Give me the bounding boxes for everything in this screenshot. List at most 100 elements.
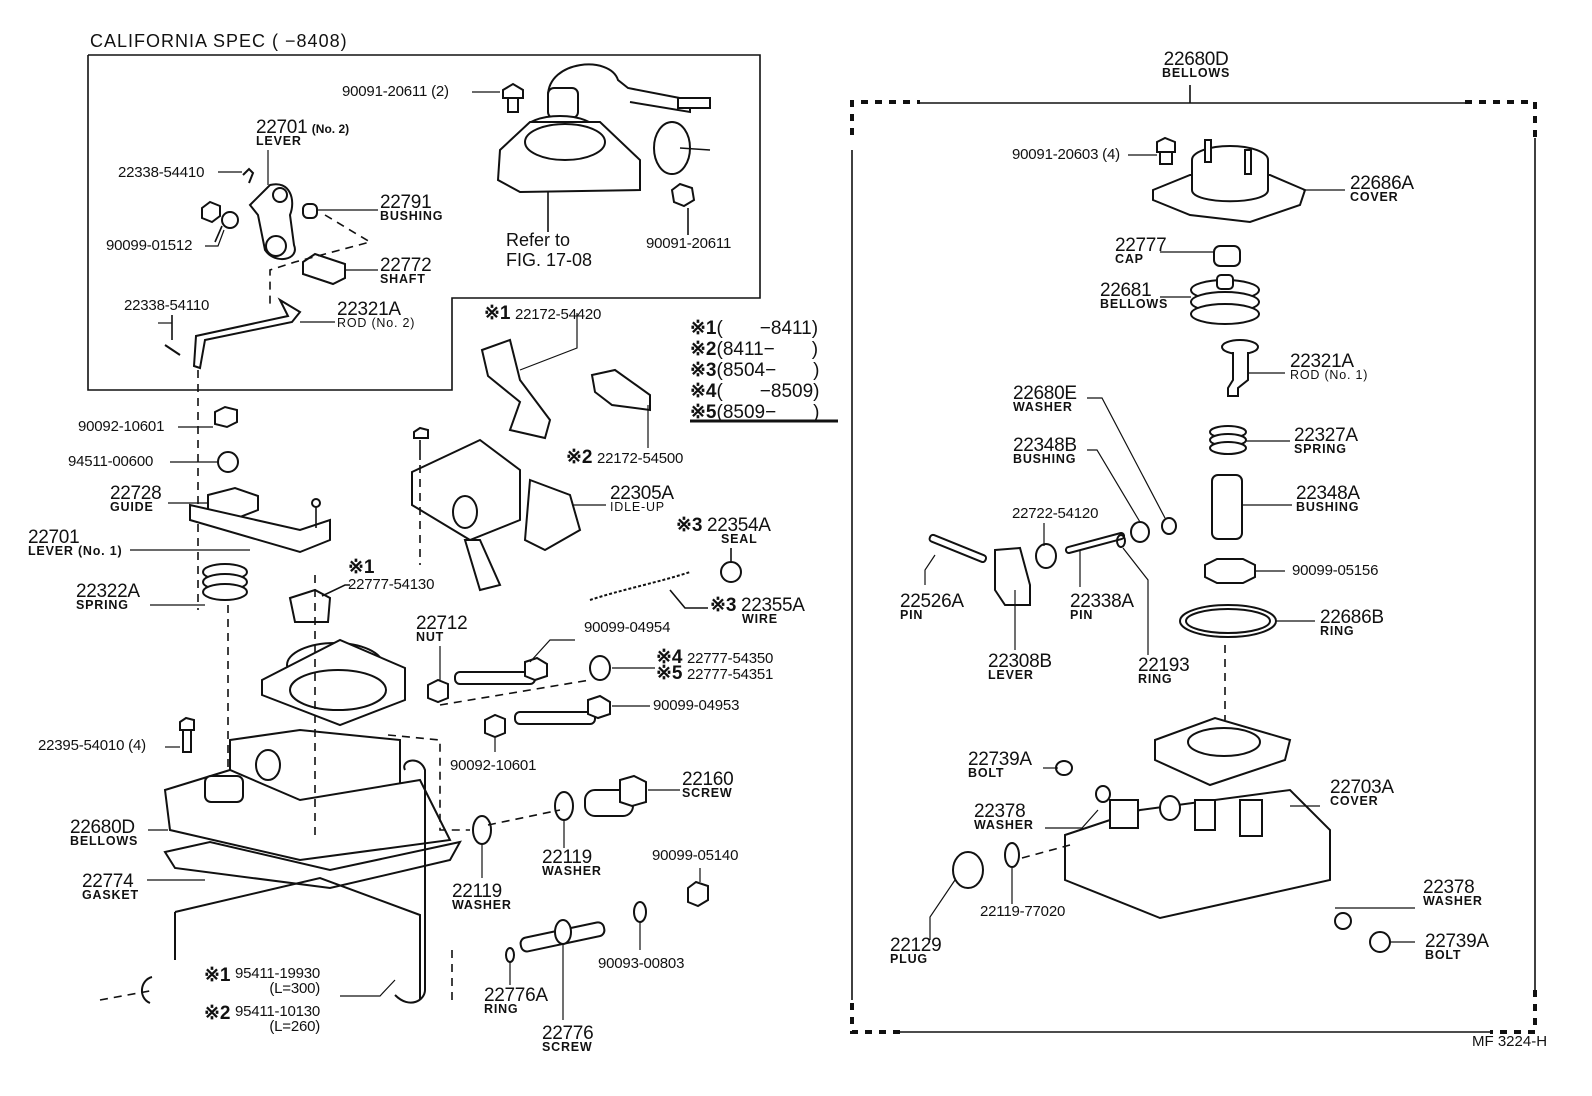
part-label-22680d[interactable]: 22680D BELLOWS xyxy=(1162,50,1230,80)
part-label-22728[interactable]: 22728 GUIDE xyxy=(110,483,162,514)
part-name: BELLOWS xyxy=(1100,297,1169,311)
part-number: 22701 xyxy=(28,527,80,548)
part-label-22172-54420[interactable]: ※1 22172-54420 xyxy=(484,304,601,323)
part-label-22777-54351[interactable]: ※5 22777-54351 xyxy=(656,664,773,683)
part-label-22395-54010[interactable]: 22395-54010 (4) xyxy=(38,737,146,754)
part-name: NUT xyxy=(416,630,445,644)
part-label-22321a-no1[interactable]: 22321A ROD (No. 1) xyxy=(1290,352,1368,382)
refer-to-note[interactable]: Refer to FIG. 17-08 xyxy=(506,230,592,270)
part-label-90091-20611[interactable]: 90091-20611 xyxy=(646,235,732,252)
part-label-22680e[interactable]: 22680E WASHER xyxy=(1013,384,1077,414)
part-label-22526a[interactable]: 22526A PIN xyxy=(900,592,964,622)
variant-mark: ※1 xyxy=(348,557,375,578)
part-number: 22728 xyxy=(110,483,162,504)
part-name: SPRING xyxy=(76,598,129,612)
part-label-22355a[interactable]: ※3 22355A WIRE xyxy=(710,596,805,626)
part-name: SCREW xyxy=(542,1040,593,1054)
part-label-22193[interactable]: 22193 RING xyxy=(1138,656,1190,686)
part-name: RING xyxy=(484,1002,519,1016)
part-number: 22703A xyxy=(1330,777,1394,798)
part-label-22338a[interactable]: 22338A PIN xyxy=(1070,592,1134,622)
part-label-22777-54130[interactable]: ※1 22777-54130 xyxy=(348,558,434,593)
part-label-22119-a[interactable]: 22119 WASHER xyxy=(452,882,512,912)
part-name: WASHER xyxy=(452,898,512,912)
part-label-22703a[interactable]: 22703A COVER xyxy=(1330,778,1394,808)
variant-mark: ※1 xyxy=(484,303,511,324)
part-label-22712[interactable]: 22712 NUT xyxy=(416,614,468,644)
part-name: BUSHING xyxy=(380,209,444,223)
part-number: 22119 xyxy=(542,847,592,868)
part-label-90099-01512[interactable]: 90099-01512 xyxy=(106,237,193,254)
part-label-22338-54110[interactable]: 22338-54110 xyxy=(124,297,210,314)
part-label-22160[interactable]: 22160 SCREW xyxy=(682,769,734,800)
part-label-22321a-no2[interactable]: 22321A ROD (No. 2) xyxy=(337,300,415,330)
part-label-22172-54500[interactable]: ※2 22172-54500 xyxy=(566,448,683,467)
hose-spec: 95411-19930 (L=300) xyxy=(234,965,321,997)
part-number: 22777-54351 xyxy=(686,666,774,683)
part-label-22348b[interactable]: 22348B BUSHING xyxy=(1013,436,1077,466)
part-label-95411-10130[interactable]: ※2 95411-10130 (L=260) xyxy=(204,1004,320,1035)
part-label-22348a[interactable]: 22348A BUSHING xyxy=(1296,484,1360,514)
part-label-22776a[interactable]: 22776A RING xyxy=(484,986,548,1016)
part-name: SEAL xyxy=(721,532,758,546)
spring-22322a-drawing xyxy=(202,563,248,780)
part-number: 22378 xyxy=(1423,877,1475,898)
part-label-22119-77020[interactable]: 22119-77020 xyxy=(980,903,1066,920)
part-name: PIN xyxy=(1070,608,1094,622)
part-label-90099-05140[interactable]: 90099-05140 xyxy=(652,847,739,864)
part-label-90093-00803[interactable]: 90093-00803 xyxy=(598,955,685,972)
part-label-22354a[interactable]: ※3 22354A SEAL xyxy=(676,516,771,546)
part-label-22739a-a[interactable]: 22739A BOLT xyxy=(968,750,1032,780)
rod-no2-drawing xyxy=(164,297,302,610)
legend-row-5: ※5(8509− ) xyxy=(690,402,820,423)
part-number: 22701 xyxy=(256,117,308,138)
part-number: 22160 xyxy=(682,769,734,790)
part-label-94511-00600[interactable]: 94511-00600 xyxy=(68,453,154,470)
part-label-90099-05156[interactable]: 90099-05156 xyxy=(1292,562,1379,579)
part-name: LEVER xyxy=(256,134,302,148)
part-label-22119-b[interactable]: 22119 WASHER xyxy=(542,848,602,878)
part-label-22378-b[interactable]: 22378 WASHER xyxy=(1423,878,1483,908)
part-label-22774[interactable]: 22774 GASKET xyxy=(82,872,139,902)
part-label-22791[interactable]: 22791 BUSHING xyxy=(380,193,443,223)
part-label-90092-10601-b[interactable]: 90092-10601 xyxy=(450,757,537,774)
part-number: 22354A xyxy=(706,515,771,536)
part-label-22686b[interactable]: 22686B RING xyxy=(1320,608,1384,638)
part-label-22378-a[interactable]: 22378 WASHER xyxy=(974,802,1034,832)
part-label-22777[interactable]: 22777 CAP xyxy=(1115,236,1167,266)
part-name: BELLOWS xyxy=(70,834,139,848)
part-label-22322a[interactable]: 22322A SPRING xyxy=(76,582,140,612)
part-label-90099-04953[interactable]: 90099-04953 xyxy=(653,697,740,714)
bellows-assembly-drawing xyxy=(928,136,1391,953)
part-label-22680d-left[interactable]: 22680D BELLOWS xyxy=(70,818,138,848)
part-number: 22338A xyxy=(1070,591,1134,612)
part-label-22308b[interactable]: 22308B LEVER xyxy=(988,652,1052,682)
part-number: 22321A xyxy=(1290,351,1354,372)
part-label-22681[interactable]: 22681 BELLOWS xyxy=(1100,281,1168,311)
part-label-90092-10601-a[interactable]: 90092-10601 xyxy=(78,418,165,435)
variant-mark: ※1 xyxy=(204,965,231,986)
part-label-90091-20611-2[interactable]: 90091-20611 (2) xyxy=(342,83,449,100)
part-label-22701-no1[interactable]: 22701 LEVER (No. 1) xyxy=(28,528,122,558)
part-number: 22686B xyxy=(1320,607,1384,628)
part-name: WASHER xyxy=(1013,400,1073,414)
part-label-90091-20603[interactable]: 90091-20603 (4) xyxy=(1012,146,1120,163)
part-label-90099-04954[interactable]: 90099-04954 xyxy=(584,619,671,636)
part-suffix: (No. 2) xyxy=(311,122,350,136)
part-number: 22322A xyxy=(76,581,140,602)
part-label-22722-54120[interactable]: 22722-54120 xyxy=(1012,505,1099,522)
part-name: GASKET xyxy=(82,888,139,902)
part-label-22772[interactable]: 22772 SHAFT xyxy=(380,256,432,286)
part-name: GUIDE xyxy=(110,500,154,514)
part-label-22701-no2[interactable]: 22701 (No. 2) LEVER xyxy=(256,118,349,148)
variant-mark: ※2 xyxy=(566,447,593,468)
part-label-22739a-b[interactable]: 22739A BOLT xyxy=(1425,932,1489,962)
part-label-22129[interactable]: 22129 PLUG xyxy=(890,936,942,966)
part-label-95411-19930[interactable]: ※1 95411-19930 (L=300) xyxy=(204,966,320,997)
part-label-22327a[interactable]: 22327A SPRING xyxy=(1294,426,1358,456)
part-label-22305a[interactable]: 22305A IDLE-UP xyxy=(610,484,674,514)
part-label-22776[interactable]: 22776 SCREW xyxy=(542,1024,594,1054)
part-label-22777-54350[interactable]: ※4 22777-54350 xyxy=(656,648,773,667)
part-label-22686a[interactable]: 22686A COVER xyxy=(1350,174,1414,204)
part-label-22338-54410[interactable]: 22338-54410 xyxy=(118,164,205,181)
